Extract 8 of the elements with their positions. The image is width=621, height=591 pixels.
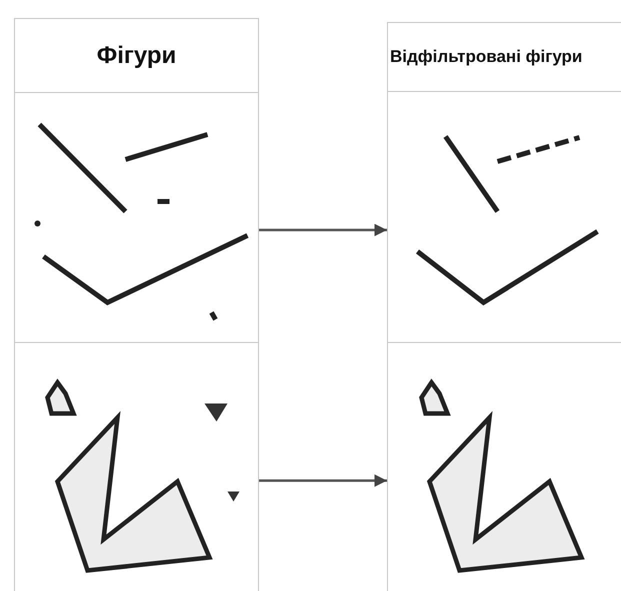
- header-text: Фігури: [96, 42, 176, 70]
- arrow: [259, 474, 387, 487]
- picture-panel: [14, 342, 259, 591]
- header-text: Відфільтровані фігури: [389, 47, 582, 67]
- arrow: [259, 224, 387, 236]
- column-header: [14, 18, 259, 93]
- column-header: [387, 22, 621, 92]
- picture-panel: [14, 92, 259, 343]
